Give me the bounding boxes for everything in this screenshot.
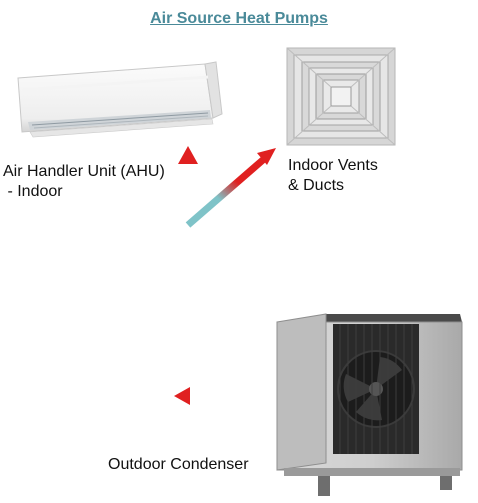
ahu-image: [17, 61, 223, 138]
diagram-title: Air Source Heat Pumps: [150, 10, 328, 27]
arrow-head-left: [174, 387, 190, 405]
flow-line-diagonal: [185, 156, 267, 228]
arrow-head-up: [178, 146, 198, 164]
ahu-label: Air Handler Unit (AHU) - Indoor: [3, 163, 165, 200]
condenser-image: [276, 313, 463, 496]
vent-image: [286, 47, 396, 146]
arrow-head-diagonal: [257, 148, 276, 165]
vents-label: Indoor Vents & Ducts: [288, 157, 378, 194]
outdoor-condenser-label: Outdoor Condenser: [108, 456, 249, 473]
